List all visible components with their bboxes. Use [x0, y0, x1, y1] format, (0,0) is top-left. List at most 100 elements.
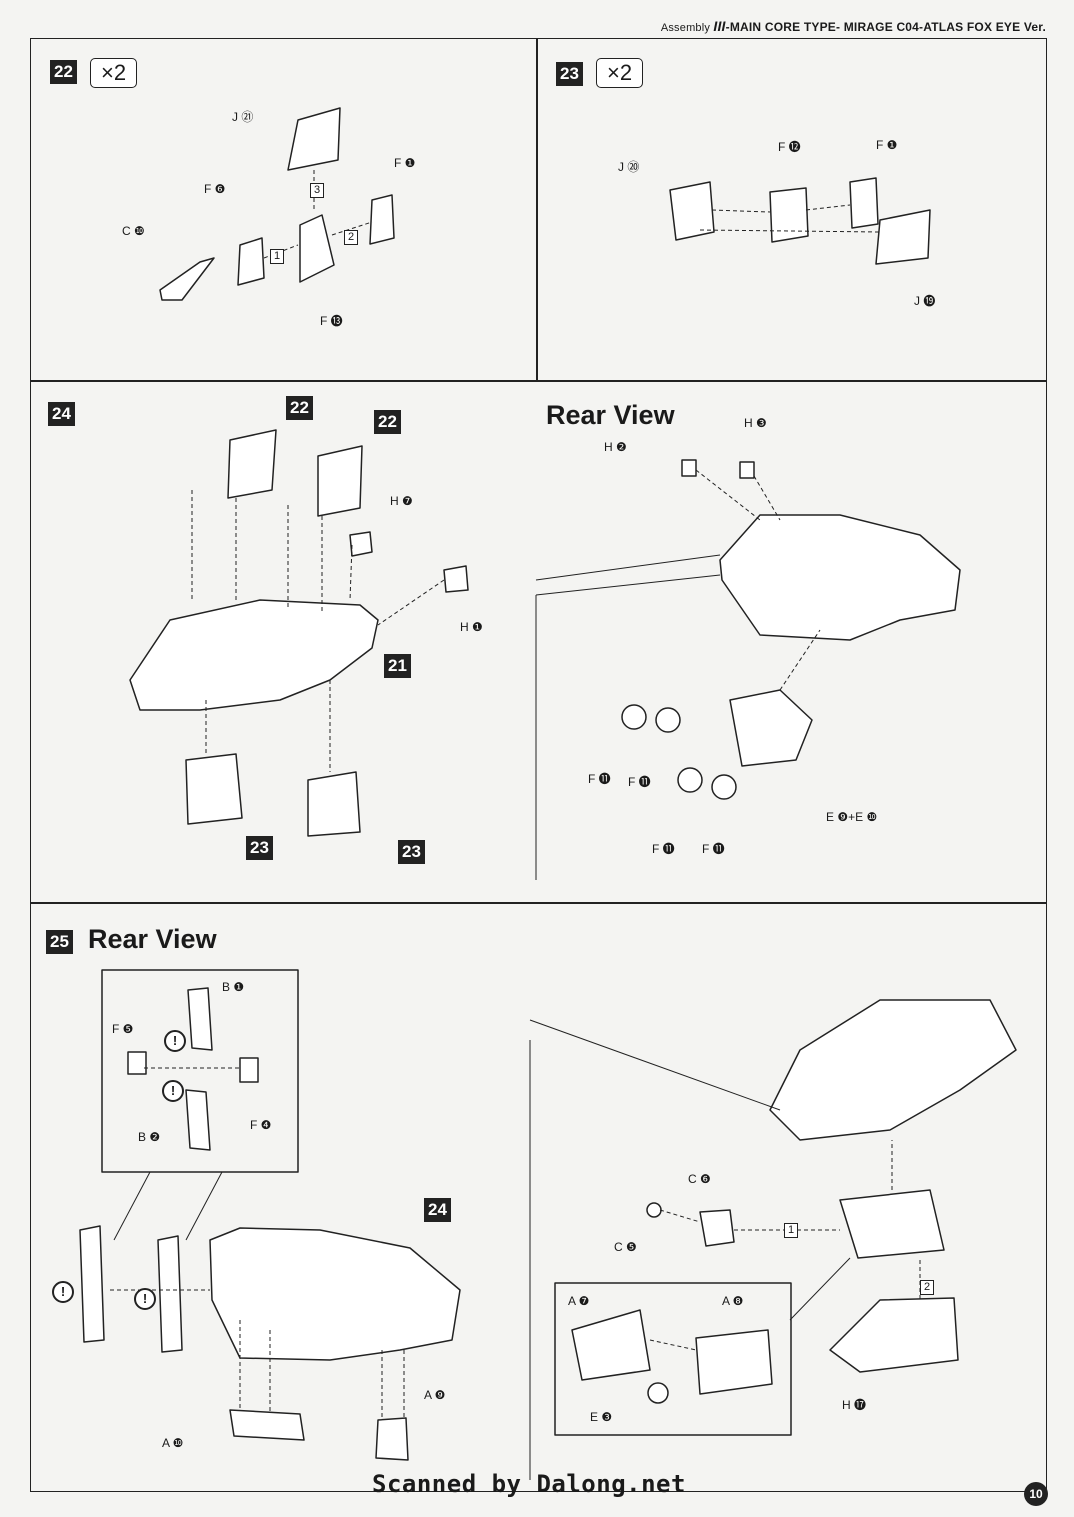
step-number-24: 24: [48, 402, 75, 426]
f11-d-drawing: [711, 774, 737, 800]
ref-23-b: 23: [398, 840, 425, 864]
label-j21: J ㉑: [232, 110, 254, 124]
sequence-3: 3: [310, 183, 324, 198]
e9-e10-cluster-drawing: [729, 689, 813, 767]
label-h7: H ❼: [390, 494, 413, 508]
wing-a-drawing: [79, 1225, 105, 1343]
f11-a-drawing: [621, 704, 647, 730]
step23-module-a-drawing: [185, 753, 243, 825]
label-h3: H ❸: [744, 416, 767, 430]
rear-view-heading-1: Rear View: [546, 400, 675, 430]
assembled-core-drawing: [769, 999, 1017, 1141]
caution-mark-inset-b: !: [162, 1080, 184, 1102]
rear-core-drawing: [719, 514, 961, 641]
ref-22-a: 22: [286, 396, 313, 420]
step-number-23: 23: [556, 62, 583, 86]
caution-mark-inset-a: !: [164, 1030, 186, 1052]
f11-b-drawing: [655, 707, 681, 733]
label-b1: B ❶: [222, 980, 245, 994]
caution-mark-wing-a: !: [52, 1281, 74, 1303]
c5-drawing: [646, 1202, 662, 1218]
step22-module-b-drawing: [317, 445, 363, 517]
part-h7-drawing: [349, 531, 373, 557]
panel-step23: [536, 38, 1047, 382]
label-j19: J ⓳: [914, 294, 936, 308]
header-title: -MAIN CORE TYPE- MIRAGE C04-ATLAS FOX EY…: [725, 20, 1046, 34]
label-f1-23: F ❶: [876, 138, 898, 152]
label-h2: H ❷: [604, 440, 627, 454]
rear-view-heading-2: Rear View: [88, 924, 217, 954]
a8-drawing: [695, 1329, 773, 1395]
step22-module-a-drawing: [227, 429, 277, 499]
f11-c-drawing: [677, 767, 703, 793]
header-prefix: Assembly: [660, 22, 711, 34]
label-a7: A ❼: [568, 1294, 590, 1308]
label-f6: F ❻: [204, 182, 226, 196]
label-a10: A ❿: [162, 1436, 184, 1450]
label-e9-e10: E ❾+E ❿: [826, 810, 878, 824]
label-a9: A ❾: [424, 1388, 446, 1402]
f5-drawing: [127, 1051, 147, 1075]
panel-step25: [30, 902, 1047, 1492]
h17-drawing: [829, 1297, 959, 1373]
part-j19-drawing: [875, 209, 931, 265]
part-f1-drawing: [369, 194, 395, 245]
part-f6-drawing: [237, 237, 265, 286]
label-h17: H ⓱: [842, 1398, 867, 1412]
ref-23-a: 23: [246, 836, 273, 860]
part-h1-drawing: [443, 565, 469, 593]
label-a8: A ❽: [722, 1294, 744, 1308]
rear-core-25-drawing: [209, 1227, 461, 1361]
label-c5: C ❺: [614, 1240, 637, 1254]
h3-drawing: [739, 461, 755, 479]
f4-drawing: [239, 1057, 259, 1083]
part-c10-drawing: [159, 257, 215, 301]
sequence-1: 1: [270, 249, 284, 264]
label-f4: F ❹: [250, 1118, 272, 1132]
label-f5: F ❺: [112, 1022, 134, 1036]
label-f13: F ⓭: [320, 314, 343, 328]
part-f1b-drawing: [849, 177, 879, 229]
scan-credit: Scanned by Dalong.net: [372, 1470, 686, 1498]
label-b2: B ❷: [138, 1130, 161, 1144]
a9-drawing: [375, 1417, 409, 1461]
panel-step24: [30, 380, 1047, 904]
label-f11-b: F ⓫: [628, 775, 651, 789]
step23-module-b-drawing: [307, 771, 361, 837]
a7-drawing: [571, 1309, 651, 1381]
label-c10: C ❿: [122, 224, 145, 238]
label-e3: E ❸: [590, 1410, 613, 1424]
label-f11-d: F ⓫: [702, 842, 725, 856]
label-f11-c: F ⓫: [652, 842, 675, 856]
sequence-1-25: 1: [784, 1223, 798, 1238]
e3-drawing: [647, 1382, 669, 1404]
a10-drawing: [229, 1409, 305, 1441]
b2-drawing: [185, 1089, 211, 1151]
inset-frame-2: [554, 1282, 792, 1436]
sequence-2-25: 2: [920, 1280, 934, 1295]
ref-24: 24: [424, 1198, 451, 1222]
b1-drawing: [187, 987, 213, 1051]
label-h1: H ❶: [460, 620, 483, 634]
panel-step22: [30, 38, 538, 382]
caution-mark-wing-b: !: [134, 1288, 156, 1310]
sequence-2: 2: [344, 230, 358, 245]
step-number-22: 22: [50, 60, 77, 84]
h2-drawing: [681, 459, 697, 477]
c6-drawing: [699, 1209, 735, 1247]
label-f11-a: F ⓫: [588, 772, 611, 786]
core-body-drawing: [129, 599, 379, 711]
multiplier-23: ×2: [596, 58, 644, 88]
ref-22-b: 22: [374, 410, 401, 434]
ref-21: 21: [384, 654, 411, 678]
label-f1: F ❶: [394, 156, 416, 170]
label-f12: F ⓬: [778, 140, 801, 154]
label-j20: J ⑳: [618, 160, 640, 174]
multiplier-22: ×2: [90, 58, 138, 88]
h-base-drawing: [839, 1189, 945, 1259]
page-header: Assembly III-MAIN CORE TYPE- MIRAGE C04-…: [661, 18, 1046, 34]
part-f13-drawing: [299, 214, 335, 283]
wing-b-drawing: [157, 1235, 183, 1353]
page-number: 10: [1024, 1482, 1048, 1506]
